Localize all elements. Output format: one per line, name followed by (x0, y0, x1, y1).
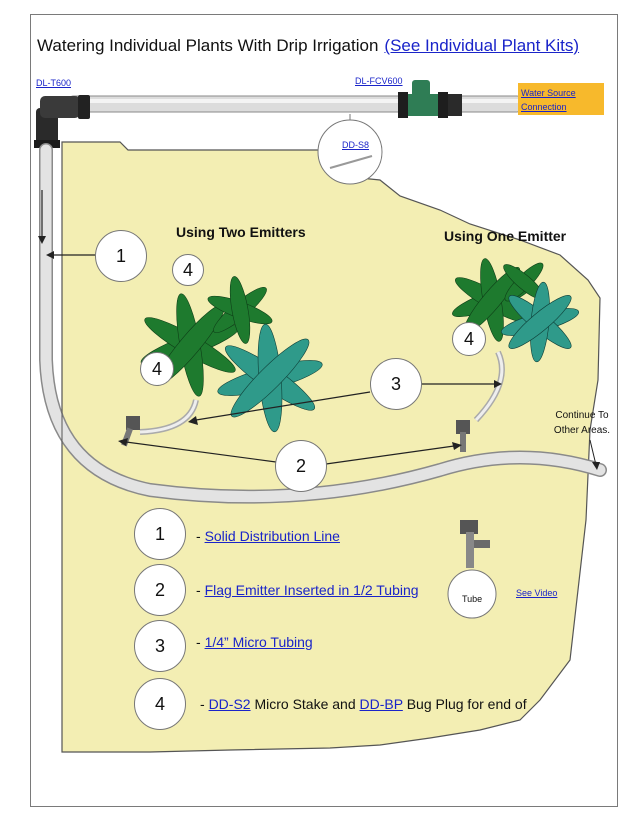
legend-3-text: - 1/4” Micro Tubing (196, 634, 313, 650)
legend-2-text: - Flag Emitter Inserted in 1/2 Tubing (196, 582, 419, 598)
water-source-link-line1[interactable]: Water Source (521, 88, 576, 98)
callout-2: 2 (275, 440, 327, 492)
plant-left-group (140, 276, 323, 433)
one-emitter-heading: Using One Emitter (444, 228, 567, 244)
stake-bubble (317, 119, 383, 185)
water-source-link-line2[interactable]: Connection (521, 102, 567, 112)
legend-2-number: 2 (134, 564, 186, 616)
legend-2-prefix: - (196, 582, 205, 598)
valve-part-link[interactable]: DL-FCV600 (355, 76, 403, 86)
legend-1-number: 1 (134, 508, 186, 560)
continue-note-line2: Other Areas. (553, 425, 611, 436)
continue-note: Continue To Other Areas. (552, 408, 612, 438)
legend-1-prefix: - (196, 528, 205, 544)
bug-plug-link[interactable]: DD-BP (359, 696, 403, 712)
title-text: Watering Individual Plants With Drip Irr… (37, 36, 379, 55)
emitter-right (456, 420, 470, 452)
individual-plant-kits-link[interactable]: (See Individual Plant Kits) (384, 36, 580, 55)
page-title: Watering Individual Plants With Drip Irr… (31, 26, 617, 66)
diagram-frame (30, 14, 618, 807)
legend-4-number: 4 (134, 678, 186, 730)
continue-note-line1: Continue To (555, 410, 609, 421)
plant-right-group (452, 258, 580, 363)
legend-4-prefix: - (200, 696, 209, 712)
flag-emitter-photo (460, 520, 490, 568)
tee-part-link[interactable]: DL-T600 (36, 78, 72, 88)
stake-part-link[interactable]: DD-S8 (342, 140, 370, 150)
tube-label: Tube (462, 594, 483, 604)
water-source-box: Water Source Connection (518, 83, 604, 115)
valve-fitting (398, 80, 462, 118)
legend-3-prefix: - (196, 634, 205, 650)
callout-4-left: 4 (140, 352, 174, 386)
two-emitters-heading: Using Two Emitters (176, 224, 306, 240)
solid-distribution-line-link[interactable]: Solid Distribution Line (204, 528, 340, 544)
legend-1-text: - Solid Distribution Line (196, 528, 340, 544)
legend-3-number: 3 (134, 620, 186, 672)
tee-fitting (34, 95, 90, 148)
micro-stake-link[interactable]: DD-S2 (208, 696, 251, 712)
micro-tubing-link[interactable]: 1/4” Micro Tubing (204, 634, 313, 650)
legend-4-mid: Micro Stake and (250, 696, 360, 712)
callout-4-top: 4 (172, 254, 204, 286)
callout-4-right: 4 (452, 322, 486, 356)
callout-1: 1 (95, 230, 147, 282)
see-video-link[interactable]: See Video (516, 588, 558, 598)
flag-emitter-link[interactable]: Flag Emitter Inserted in 1/2 Tubing (204, 582, 419, 598)
legend-4-text: - DD-S2 Micro Stake and DD-BP Bug Plug f… (200, 696, 527, 712)
legend-4-suffix: Bug Plug for end of (402, 696, 527, 712)
callout-3: 3 (370, 358, 422, 410)
tube-photo-circle (447, 569, 497, 619)
